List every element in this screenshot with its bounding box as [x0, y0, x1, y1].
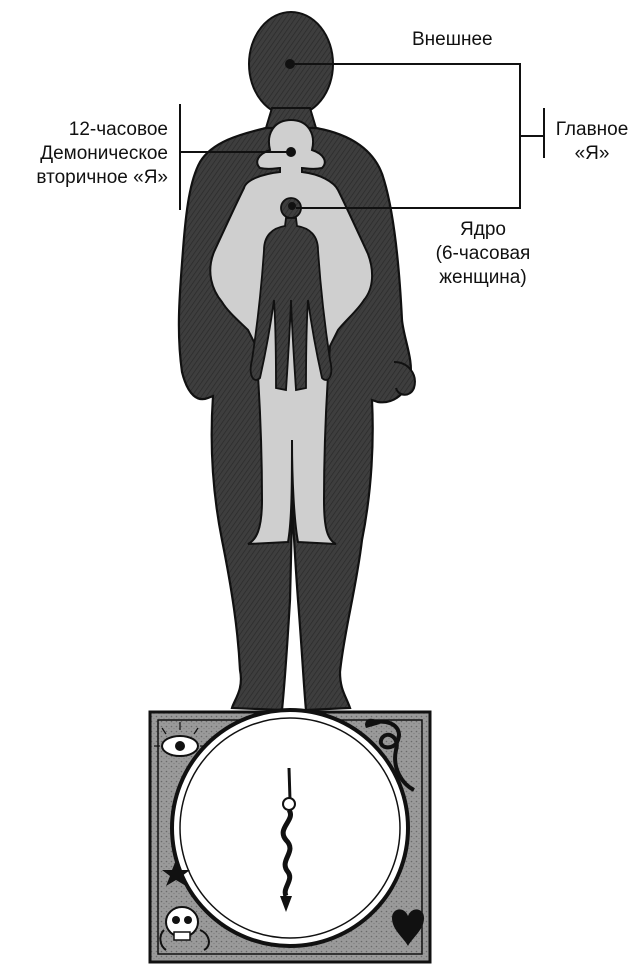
dial-face [172, 710, 408, 946]
main-self-label: Главное «Я» [548, 118, 636, 166]
core-point [289, 203, 295, 209]
demonic-self-label: 12-часовое Демоническое вторичное «Я» [0, 118, 168, 190]
pedestal [150, 710, 430, 962]
outer-self-label: Внешнее [412, 28, 493, 52]
core-label: Ядро (6-часовая женщина) [418, 218, 548, 290]
outer-self-point [286, 60, 294, 68]
demonic-self-point [287, 148, 295, 156]
